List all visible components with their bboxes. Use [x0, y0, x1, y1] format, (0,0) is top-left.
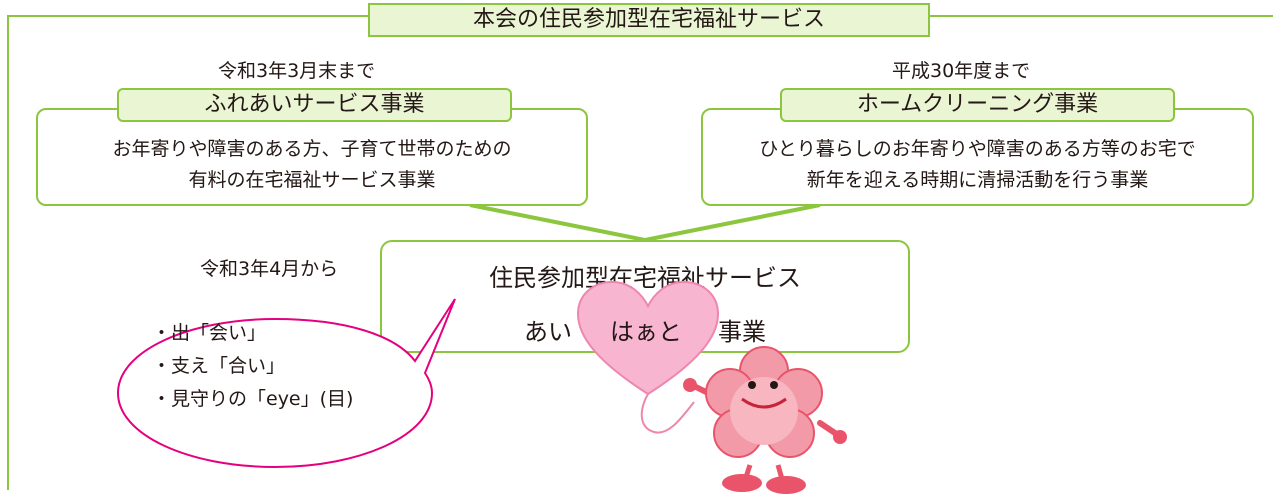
mascot-flower-icon [683, 346, 847, 494]
right-service-name-tab: ホームクリーニング事業 [780, 88, 1175, 122]
connector-right [644, 203, 821, 242]
speech-bubble-item-2: ・支え「合い」 [152, 355, 286, 377]
left-service-name: ふれあいサービス事業 [204, 92, 425, 117]
right-service-desc: ひとり暮らしのお年寄りや障害のある方等のお宅で 新年を迎える時期に清掃活動を行う… [701, 134, 1254, 196]
new-period-label: 令和3年4月から [200, 258, 339, 280]
heart-icon [576, 280, 720, 434]
left-service-box [36, 108, 588, 206]
speech-bubble-shape [116, 298, 456, 469]
left-desc-line2: 有料の在宅福祉サービス事業 [188, 169, 436, 191]
right-service-box [701, 108, 1254, 206]
left-period-label: 令和3年3月末まで [218, 60, 376, 82]
left-service-name-tab: ふれあいサービス事業 [117, 88, 512, 122]
speech-bubble-item-1: ・出「会い」 [152, 322, 267, 344]
header-title-tab: 本会の住民参加型在宅福祉サービス [368, 3, 930, 37]
connector-left [469, 203, 646, 242]
left-service-desc: お年寄りや障害のある方、子育て世帯のための 有料の在宅福祉サービス事業 [36, 134, 588, 196]
right-desc-line1: ひとり暮らしのお年寄りや障害のある方等のお宅で [759, 138, 1196, 160]
new-service-name: 住民参加型在宅福祉サービス [489, 264, 801, 292]
left-desc-line1: お年寄りや障害のある方、子育て世帯のための [112, 138, 512, 160]
header-title: 本会の住民参加型在宅福祉サービス [472, 7, 825, 32]
right-period-label: 平成30年度まで [892, 60, 1031, 82]
right-desc-line2: 新年を迎える時期に清掃活動を行う事業 [806, 169, 1149, 191]
right-service-name: ホームクリーニング事業 [856, 92, 1099, 117]
brand-heart-text: はぁと [610, 318, 682, 346]
brand-prefix: あい [524, 318, 572, 346]
brand-suffix: 事業 [718, 318, 766, 346]
speech-bubble-item-3: ・見守りの「eye」(目) [152, 388, 354, 410]
